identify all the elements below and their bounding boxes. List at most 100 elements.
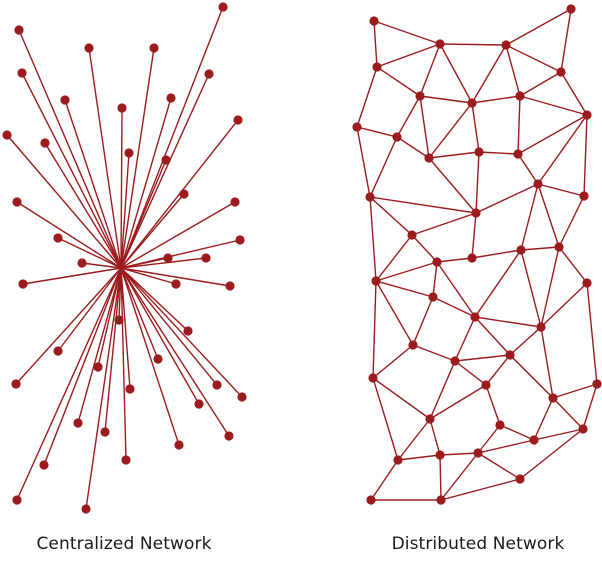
spoke-edge [120, 193, 185, 269]
network-node [233, 115, 243, 125]
network-node [467, 98, 477, 108]
network-node [566, 4, 576, 14]
mesh-edge [419, 95, 430, 159]
mesh-edge [419, 43, 441, 97]
network-node [153, 354, 163, 364]
network-node [201, 253, 211, 263]
mesh-edge [474, 316, 511, 356]
spoke-edge [97, 267, 122, 368]
network-node [40, 138, 50, 148]
centralized-network-caption: Centralized Network [36, 534, 212, 554]
mesh-edge [372, 344, 414, 379]
network-node [582, 278, 592, 288]
network-node [436, 495, 446, 505]
network-node [529, 435, 539, 445]
mesh-edge [475, 183, 539, 214]
spoke-edge [120, 267, 200, 405]
network-node [166, 93, 176, 103]
mesh-edge [560, 8, 572, 73]
network-node [467, 253, 477, 263]
mesh-edge [397, 454, 441, 461]
spoke-edge [120, 267, 177, 285]
mesh-edge [558, 246, 588, 284]
network-node [435, 39, 445, 49]
mesh-edge [439, 43, 473, 104]
spoke-edge [16, 267, 122, 501]
mesh-edge [411, 234, 438, 263]
mesh-edge [540, 282, 588, 328]
mesh-edge [412, 296, 434, 346]
mesh-edge [440, 452, 479, 501]
network-node [415, 91, 425, 101]
mesh-edge [509, 326, 542, 356]
mesh-edge [375, 280, 434, 298]
network-node [432, 257, 442, 267]
mesh-edge [520, 249, 542, 328]
mesh-edge [520, 183, 539, 251]
network-node [93, 362, 103, 372]
spoke-edge [120, 152, 130, 269]
mesh-edge [517, 95, 521, 155]
network-node [471, 208, 481, 218]
spoke-edge [120, 47, 155, 269]
spoke-edge [120, 257, 169, 269]
mesh-edge [586, 282, 598, 385]
mesh-edge [537, 183, 560, 248]
mesh-edge [376, 66, 421, 97]
network-node [124, 148, 134, 158]
network-node [73, 418, 83, 428]
network-node [365, 192, 375, 202]
network-node [393, 455, 403, 465]
mesh-edge [372, 377, 399, 461]
mesh-edge [540, 326, 554, 399]
mesh-edge [478, 151, 519, 155]
network-node [161, 155, 171, 165]
mesh-edge [475, 151, 480, 214]
network-node [515, 91, 525, 101]
spoke-edge [120, 267, 230, 437]
mesh-edge [396, 136, 430, 159]
network-node [554, 242, 564, 252]
spoke-edge [88, 47, 122, 269]
mesh-edge [372, 377, 431, 420]
network-node [474, 147, 484, 157]
mesh-edge [370, 459, 399, 501]
mesh-edge [375, 261, 438, 282]
network-node [481, 380, 491, 390]
network-node [230, 197, 240, 207]
mesh-edge [396, 95, 421, 138]
mesh-edge [519, 428, 584, 480]
mesh-edge [411, 212, 477, 236]
mesh-edge [439, 454, 442, 501]
network-node [501, 40, 511, 50]
spoke-edge [43, 267, 122, 466]
mesh-edge [369, 196, 413, 236]
network-node [121, 455, 131, 465]
network-node [515, 474, 525, 484]
spoke-edge [104, 267, 122, 433]
mesh-edge [369, 196, 477, 214]
mesh-edge [517, 114, 588, 155]
mesh-edge [436, 261, 476, 318]
network-node [53, 233, 63, 243]
network-node [2, 130, 12, 140]
mesh-edge [582, 383, 598, 430]
spoke-edge [77, 267, 122, 424]
network-node [369, 16, 379, 26]
network-node [425, 414, 435, 424]
network-node [536, 322, 546, 332]
network-node [224, 431, 234, 441]
spoke-edge [15, 267, 122, 385]
mesh-edge [356, 126, 398, 138]
mesh-edge [454, 316, 476, 362]
mesh-edge [505, 44, 521, 97]
spoke-edge [120, 97, 172, 269]
network-node [533, 179, 543, 189]
mesh-edge [485, 384, 501, 426]
mesh-edge [477, 452, 521, 480]
spoke-edge [120, 267, 189, 332]
network-node [12, 495, 22, 505]
distributed-network-edges [356, 8, 598, 501]
network-node [77, 258, 87, 268]
network-node [470, 312, 480, 322]
